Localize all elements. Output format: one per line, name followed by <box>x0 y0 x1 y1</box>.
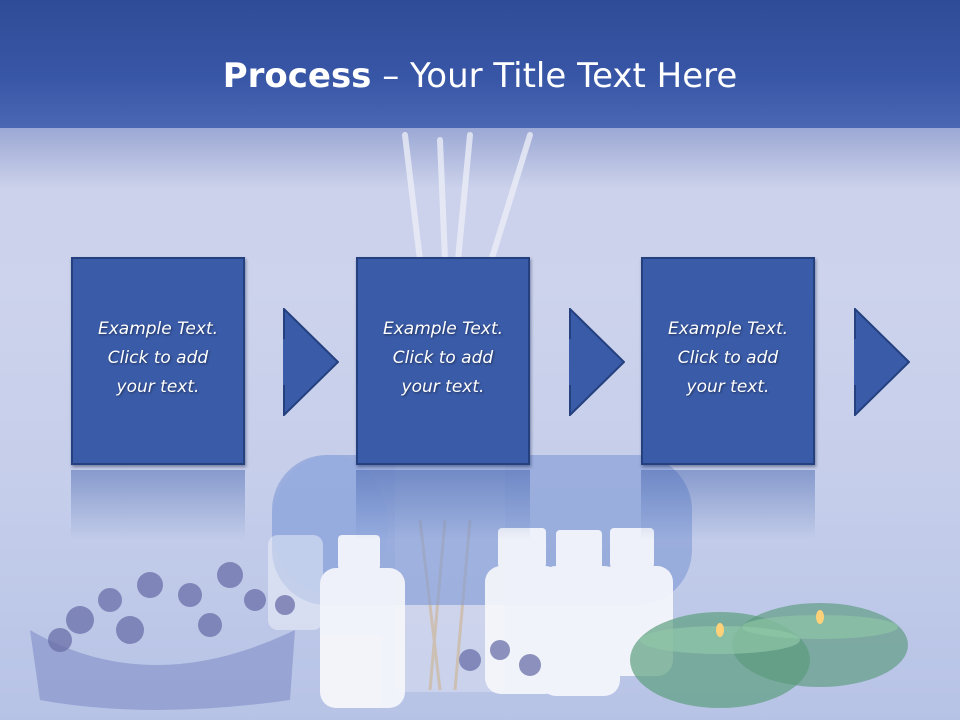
reed-sticks <box>402 132 533 263</box>
step-reflection <box>641 470 815 540</box>
candle-bowls <box>630 603 908 708</box>
title-bar <box>0 0 960 128</box>
right-arrow-icon <box>569 308 625 416</box>
process-step-2[interactable]: Example Text. Click to add your text. <box>356 257 530 465</box>
process-step-1[interactable]: Example Text. Click to add your text. <box>71 257 245 465</box>
right-arrow-icon <box>854 308 910 416</box>
step-reflection <box>71 470 245 540</box>
step-reflection <box>356 470 530 540</box>
right-arrow-icon <box>283 308 339 416</box>
title-bar-fade <box>0 128 960 188</box>
title-bold: Process <box>222 56 372 96</box>
step-2-text: Example Text. Click to add your text. <box>382 319 504 397</box>
step-3-text: Example Text. Click to add your text. <box>667 319 789 397</box>
title-rest: – Your Title Text Here <box>371 56 738 96</box>
step-1-text: Example Text. Click to add your text. <box>97 319 219 397</box>
lotion-bottles <box>268 528 673 708</box>
process-step-3[interactable]: Example Text. Click to add your text. <box>641 257 815 465</box>
slide-title[interactable]: Process – Your Title Text Here <box>0 50 960 102</box>
lavender-bowl <box>30 630 295 710</box>
